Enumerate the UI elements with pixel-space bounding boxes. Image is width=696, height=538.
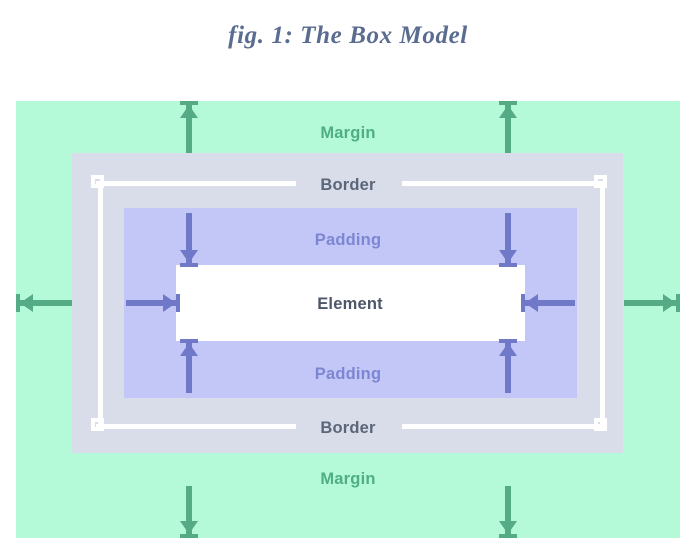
border-corner-handle-bottom-right	[594, 418, 607, 431]
border-guide-line-top-left	[96, 181, 296, 186]
padding-arrow-top-left-icon	[177, 213, 201, 267]
padding-arrow-bottom-right-icon	[496, 339, 520, 393]
element-region	[176, 265, 525, 341]
figure-title: fig. 1: The Box Model	[228, 22, 468, 49]
margin-arrow-bottom-left-icon	[177, 486, 201, 538]
border-corner-handle-top-left	[91, 175, 104, 188]
margin-arrow-top-left-icon	[177, 101, 201, 153]
border-label-bottom: Border	[320, 419, 376, 437]
margin-label-bottom: Margin	[320, 470, 376, 488]
padding-arrow-bottom-left-icon	[177, 339, 201, 393]
border-corner-handle-bottom-left	[91, 418, 104, 431]
padding-arrow-top-right-icon	[496, 213, 520, 267]
border-corner-handle-top-right	[594, 175, 607, 188]
element-label: Element	[317, 295, 383, 313]
margin-arrow-bottom-right-icon	[496, 486, 520, 538]
padding-label-top: Padding	[314, 231, 382, 249]
border-guide-line-left	[98, 184, 103, 427]
border-guide-line-bottom-right	[402, 424, 605, 429]
border-guide-line-right	[600, 184, 605, 427]
margin-label-top: Margin	[320, 124, 376, 142]
padding-label-bottom: Padding	[314, 365, 382, 383]
margin-arrow-left-icon	[16, 291, 72, 315]
border-guide-line-bottom-left	[96, 424, 296, 429]
border-label-top: Border	[320, 176, 376, 194]
padding-arrow-left-icon	[126, 291, 180, 315]
margin-arrow-right-icon	[624, 291, 680, 315]
margin-arrow-top-right-icon	[496, 101, 520, 153]
border-guide-line-top-right	[402, 181, 605, 186]
padding-arrow-right-icon	[521, 291, 575, 315]
